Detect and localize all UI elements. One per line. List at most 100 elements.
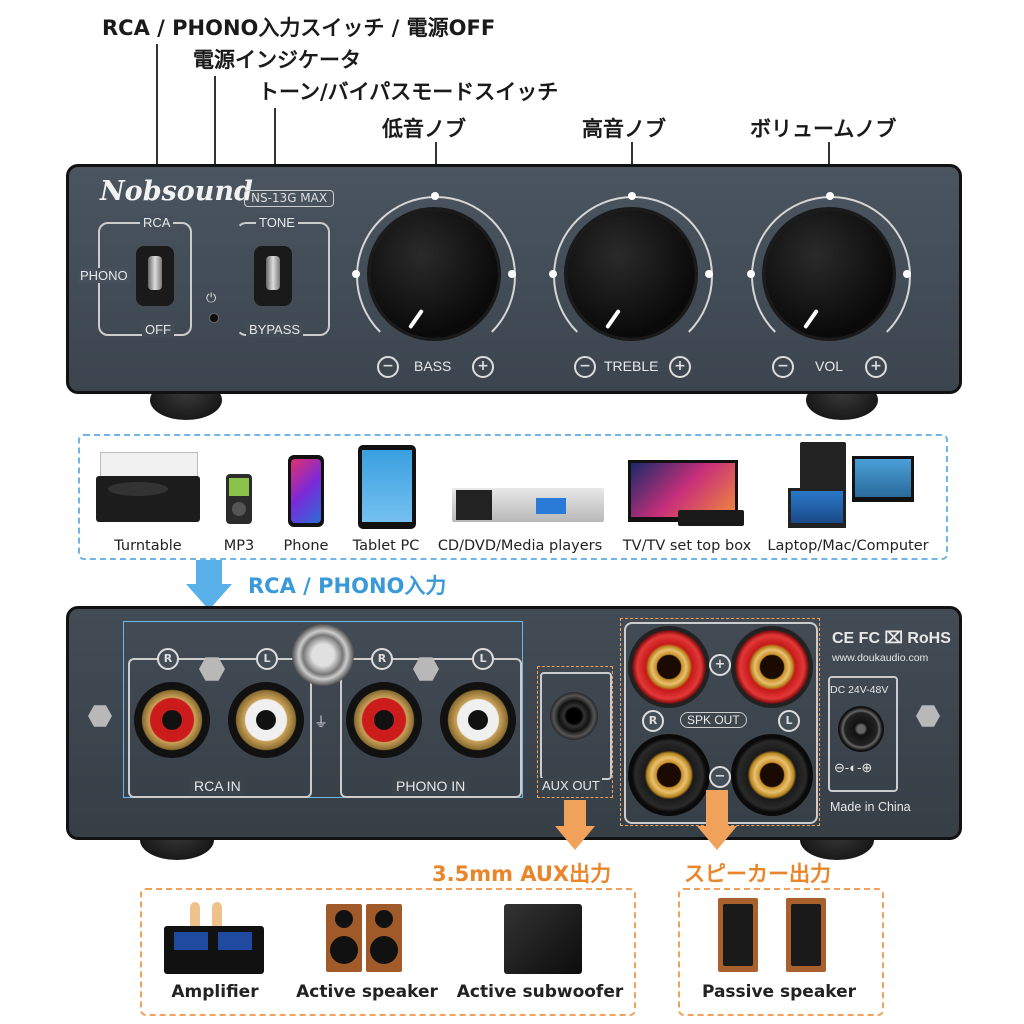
- laptop-icon: [788, 488, 846, 528]
- input-arrow-shaft: [196, 560, 222, 584]
- ground-terminal[interactable]: [292, 624, 354, 686]
- aux-arrow-head: [555, 826, 595, 850]
- brand-logo: Nobsound: [100, 176, 253, 207]
- tablet-icon: [358, 445, 416, 529]
- bass-dot-top: [431, 192, 439, 200]
- treble-minus-icon: −: [574, 356, 596, 378]
- rca-r-badge: R: [157, 648, 179, 670]
- rca-in-label: RCA IN: [190, 778, 245, 794]
- speaker-right-positive-post[interactable]: [628, 626, 710, 708]
- speaker-arrow-shaft: [706, 790, 728, 828]
- phono-in-left-jack[interactable]: [440, 682, 516, 758]
- bass-dot-right: [508, 270, 516, 278]
- bass-knob[interactable]: [370, 210, 498, 338]
- power-icon: ⏻: [206, 291, 217, 306]
- bass-knob-pointer: [408, 308, 424, 330]
- tone-toggle-switch[interactable]: [254, 246, 292, 306]
- bass-label: BASS: [414, 358, 452, 374]
- ground-icon: ⏚: [314, 715, 328, 731]
- source-label-computer: Laptop/Mac/Computer: [767, 538, 929, 554]
- speaker-r-badge: R: [642, 710, 664, 732]
- rca-in-frame: [128, 658, 312, 798]
- leader-line-bass: [435, 142, 437, 182]
- callout-power-indicator: 電源インジケータ: [193, 48, 361, 72]
- volume-minus-icon: −: [772, 356, 794, 378]
- power-led: [210, 314, 218, 322]
- phone-icon: [288, 455, 324, 527]
- website-text: www.doukaudio.com: [832, 652, 929, 664]
- callout-volume-knob: ボリュームノブ: [750, 117, 897, 141]
- treble-label: TREBLE: [604, 358, 659, 374]
- switch-label-rca: RCA: [140, 215, 174, 230]
- bass-minus-icon: −: [377, 356, 399, 378]
- aux-output-caption: 3.5mm AUX出力: [432, 862, 612, 886]
- rear-left-screw: [88, 705, 112, 727]
- volume-dot-left: [747, 270, 755, 278]
- speaker-right-negative-post[interactable]: [628, 734, 710, 816]
- volume-knob[interactable]: [765, 210, 893, 338]
- treble-dot-top: [628, 192, 636, 200]
- dc-voltage-label: DC 24V-48V: [830, 684, 889, 696]
- output-label-amplifier: Amplifier: [171, 982, 259, 1002]
- aux-devices-box: [140, 888, 636, 1016]
- dc-input-frame: [828, 676, 898, 792]
- callout-input-switch: RCA / PHONO入力スイッチ / 電源OFF: [102, 16, 496, 40]
- treble-dot-left: [549, 270, 557, 278]
- speaker-left-positive-post[interactable]: [731, 626, 813, 708]
- input-caption: RCA / PHONO入力: [248, 574, 447, 598]
- input-area-outline: [123, 621, 523, 798]
- rca-l-badge: L: [256, 648, 278, 670]
- set-top-box-icon: [678, 510, 744, 526]
- rca-in-right-jack[interactable]: [134, 682, 210, 758]
- input-arrow-head: [186, 584, 232, 610]
- output-label-passive-speaker: Passive speaker: [701, 982, 857, 1002]
- passive-speaker-left-icon: [718, 898, 758, 972]
- speaker-left-negative-post[interactable]: [731, 734, 813, 816]
- phono-r-badge: R: [371, 648, 393, 670]
- made-in-label: Made in China: [830, 800, 911, 814]
- callout-bass-knob: 低音ノブ: [382, 117, 466, 141]
- passive-speaker-right-icon: [786, 898, 826, 972]
- rca-in-left-jack[interactable]: [228, 682, 304, 758]
- speaker-l-badge: L: [778, 710, 800, 732]
- bass-dot-left: [352, 270, 360, 278]
- treble-knob-pointer: [605, 308, 621, 330]
- volume-dot-right: [903, 270, 911, 278]
- amplifier-tube-icon-2: [212, 902, 222, 926]
- amplifier-icon: [164, 926, 264, 974]
- source-label-phone: Phone: [283, 538, 329, 554]
- treble-dot-right: [705, 270, 713, 278]
- switch-label-phono: PHONO: [78, 268, 130, 283]
- subwoofer-icon: [504, 904, 582, 974]
- output-label-active-subwoofer: Active subwoofer: [456, 982, 624, 1002]
- volume-plus-icon: +: [865, 356, 887, 378]
- certification-marks: CE FC ⌧ RoHS: [832, 630, 951, 647]
- amplifier-tube-icon: [190, 902, 200, 926]
- speaker-devices-box: [678, 888, 884, 1016]
- phono-in-right-jack[interactable]: [346, 682, 422, 758]
- input-toggle-lever: [148, 256, 162, 290]
- phono-in-label: PHONO IN: [392, 778, 470, 794]
- switch-label-bypass: BYPASS: [246, 322, 304, 337]
- leader-line-treble: [631, 142, 633, 182]
- switch-label-tone: TONE: [256, 215, 298, 230]
- source-label-mp3: MP3: [223, 538, 255, 554]
- turntable-icon: [96, 452, 200, 524]
- callout-tone-switch: トーン/バイパスモードスイッチ: [258, 80, 559, 104]
- model-badge: NS-13G MAX: [244, 190, 335, 207]
- source-label-tablet: Tablet PC: [352, 538, 420, 554]
- speaker-out-label: SPK OUT: [680, 712, 747, 728]
- aux-arrow-shaft: [564, 800, 586, 828]
- rca-hex-nut: [199, 657, 225, 681]
- monitor-icon: [852, 456, 914, 502]
- input-toggle-switch[interactable]: [136, 246, 174, 306]
- treble-knob[interactable]: [567, 210, 695, 338]
- speaker-output-caption: スピーカー出力: [684, 862, 831, 886]
- tone-toggle-lever: [266, 256, 280, 290]
- dc-power-jack[interactable]: [838, 706, 884, 752]
- rear-panel: [66, 606, 962, 840]
- speaker-minus-icon: −: [709, 766, 731, 788]
- active-speaker-right-icon: [366, 904, 402, 972]
- aux-out-jack[interactable]: [550, 692, 598, 740]
- output-label-active-speaker: Active speaker: [296, 982, 438, 1002]
